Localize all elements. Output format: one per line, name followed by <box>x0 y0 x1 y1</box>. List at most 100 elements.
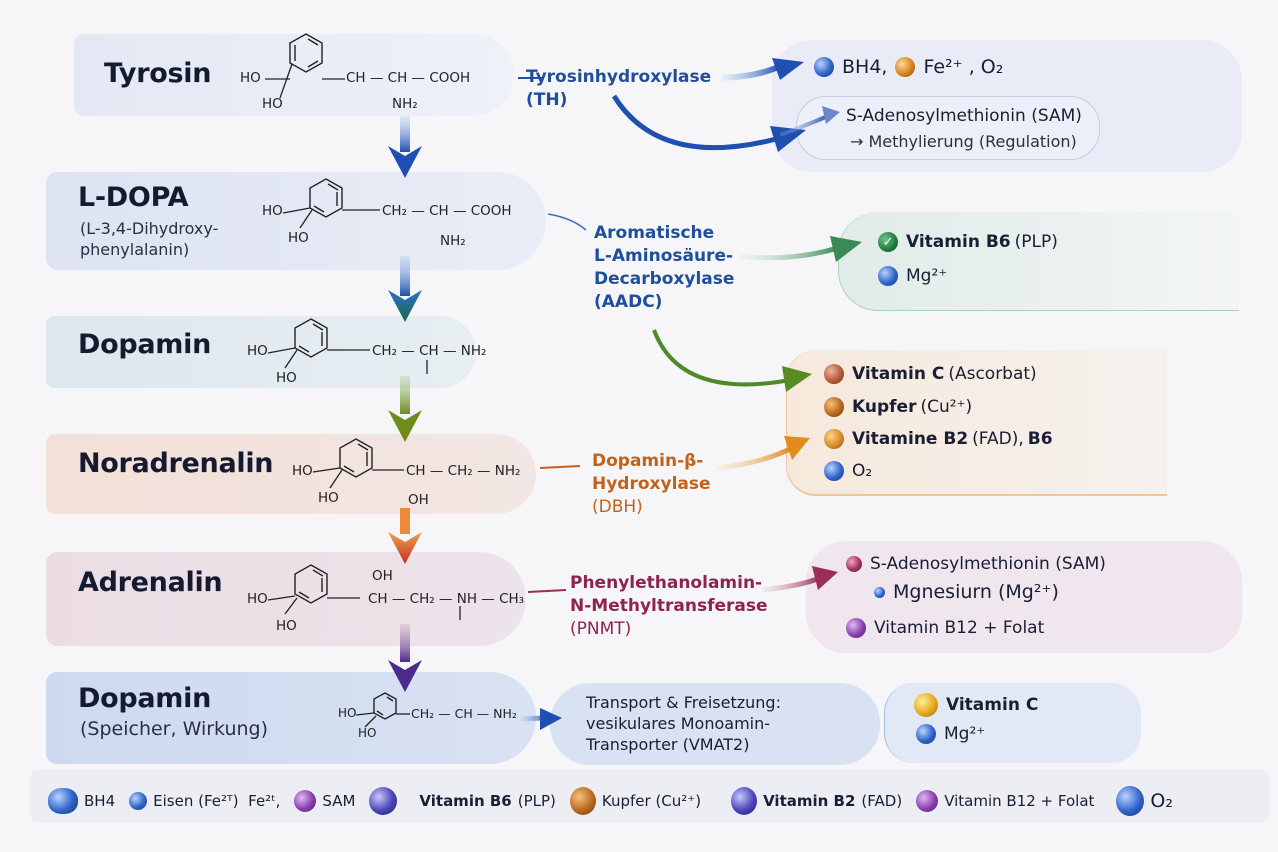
bh4-icon <box>48 788 78 814</box>
cofactor-pnmt-b12: Vitamin B12 + Folat <box>846 618 1044 638</box>
formula-chain: CH — CH — COOH <box>346 70 471 86</box>
cofactor-pnmt-mg: Mgnesiurn (Mg²⁺) <box>874 581 1059 603</box>
formula-ho: HO <box>292 463 313 479</box>
cofactor-sam: S-Adenosylmethionin (SAM) <box>870 554 1106 574</box>
formula-substituent: NH₂ <box>392 96 418 112</box>
cofactor-aadc-b6: ✓ Vitamin B6 (PLP) <box>878 232 1058 252</box>
cofactor-vitamin-b2-note: (FAD), <box>972 429 1024 449</box>
b2-icon <box>731 787 758 815</box>
step-adrenalin-box <box>46 552 526 646</box>
sam-icon <box>294 790 317 812</box>
legend-label: Vitamin B12 + Folat <box>944 792 1095 810</box>
enzyme-aadc-line: Decarboxylase <box>594 269 735 289</box>
step-noradrenalin-box <box>46 434 536 514</box>
legend-label: (PLP) <box>517 792 556 810</box>
legend-label: O₂ <box>1150 790 1173 812</box>
legend-label: SAM <box>322 792 356 810</box>
enzyme-pnmt: Phenylethanolamin- N-Methyltransferase (… <box>570 572 768 641</box>
step-title-dopamin: Dopamin <box>78 329 212 360</box>
cofactor-b6-note: (PLP) <box>1014 232 1058 252</box>
cofactor-box-aadc <box>838 212 1239 311</box>
step-title-ldopa: L-DOPA <box>78 182 189 213</box>
step-title-noradrenalin: Noradrenalin <box>78 448 274 479</box>
magnesium-icon <box>916 724 936 744</box>
legend-item: Eisen (Fe²ᵀ) Fe²ᵗ, <box>129 792 280 810</box>
enzyme-aadc-line: Aromatische <box>594 223 715 243</box>
cofactor-aadc-mg: Mg²⁺ <box>878 266 947 286</box>
formula-ho: HO <box>318 490 339 506</box>
legend-bar <box>30 770 1270 822</box>
formula-substituent: OH <box>372 568 393 584</box>
cofactor-fe-o2: Fe²⁺ , O₂ <box>923 56 1004 78</box>
formula-substituent: NH₂ <box>440 233 466 249</box>
legend-item: BH4 <box>48 788 115 814</box>
cofactor-th-sam-note: → Methylierung (Regulation) <box>850 132 1077 151</box>
magnesium-icon <box>878 266 898 286</box>
cofactor-o2: O₂ <box>852 461 873 481</box>
transport-line: Transporter (VMAT2) <box>586 735 750 754</box>
cofactor-sam: S-Adenosylmethionin (SAM) <box>846 106 1082 126</box>
arrow-ldopa-to-dopamin <box>388 256 422 322</box>
formula-ho: HO <box>247 591 268 607</box>
b12-icon <box>916 790 939 812</box>
iron-icon <box>129 792 148 810</box>
legend: BH4 Eisen (Fe²ᵀ) Fe²ᵗ, SAM Vitamin B6 (PL… <box>48 786 1173 816</box>
connector-pnmt <box>527 566 838 593</box>
arrow-dopamin-to-noradrenalin <box>388 376 422 442</box>
formula-ho: HO <box>276 370 297 386</box>
formula-ho: HO <box>247 343 268 359</box>
step-subtitle-dopamin-final: (Speicher, Wirkung) <box>80 718 269 740</box>
legend-label-bold: Vitamin B6 <box>419 792 512 810</box>
enzyme-pnmt-line: N-Methyltransferase <box>570 596 768 616</box>
cofactor-final-mg: Mg²⁺ <box>916 724 985 744</box>
cofactor-box-dbh <box>786 350 1167 496</box>
check-icon: ✓ <box>878 232 898 252</box>
formula-ho: HO <box>288 230 309 246</box>
step-title-dopamin-final: Dopamin <box>78 683 212 714</box>
formula-substituent: OH <box>408 492 429 508</box>
connector-transport <box>519 708 562 730</box>
benzene-rings <box>289 33 397 720</box>
formula-ho: HO <box>276 618 297 634</box>
legend-label-bold: Vitamin B2 <box>763 792 856 810</box>
cofactor-pnmt-sam: S-Adenosylmethionin (SAM) <box>846 554 1106 574</box>
legend-label: Eisen (Fe²ᵀ) Fe²ᵗ, <box>153 792 281 810</box>
legend-item: SAM <box>294 790 355 812</box>
cofactor-b12-folat: Vitamin B12 + Folat <box>874 618 1045 638</box>
legend-item: Kupfer (Cu²⁺) <box>569 787 701 815</box>
formula-ho: HO <box>262 96 283 112</box>
enzyme-dbh-abbr: (DBH) <box>592 497 643 517</box>
cofactor-copper: Kupfer <box>852 397 917 417</box>
vitamin-b2-icon <box>824 429 844 449</box>
formula-chain: CH₂ — CH — NH₂ <box>372 343 487 359</box>
chem-bonds <box>265 63 461 728</box>
cofactor-copper-note: (Cu²⁺) <box>920 397 973 417</box>
cofactor-vitamin-c-note: (Ascorbat) <box>948 364 1037 384</box>
vitamin-b12-icon <box>846 618 866 638</box>
cofactor-vitamin-c: Vitamin C <box>946 695 1039 715</box>
sam-icon <box>846 556 862 572</box>
copper-icon <box>569 787 596 815</box>
step-dopamin-final-box <box>46 672 536 764</box>
enzyme-aadc-abbr: (AADC) <box>594 292 663 312</box>
enzyme-th-abbr: (TH) <box>526 90 568 110</box>
formula-chain: CH — CH₂ — NH₂ <box>406 463 521 479</box>
formula-ho: HO <box>358 726 377 740</box>
iron-icon <box>895 57 916 77</box>
cofactor-vitamin-c: Vitamin C <box>852 364 945 384</box>
step-title-adrenalin: Adrenalin <box>78 567 223 598</box>
legend-item: Vitamin B2 (FAD) <box>731 787 902 815</box>
enzyme-pnmt-line: Phenylethanolamin- <box>570 573 763 593</box>
cofactor-bh4: BH4, <box>842 56 888 78</box>
formula-ho: HO <box>262 203 283 219</box>
cofactor-dbh-o2: O₂ <box>824 461 872 481</box>
legend-label: (FAD) <box>861 792 903 810</box>
oxygen-icon <box>1116 786 1145 816</box>
bh4-icon <box>814 57 834 77</box>
connector-aadc <box>547 213 862 392</box>
cofactor-dbh-c: Vitamin C (Ascorbat) <box>824 364 1037 384</box>
enzyme-dbh-line: Dopamin-β- <box>592 451 704 471</box>
step-ldopa-box <box>46 172 546 270</box>
connector-dbh <box>539 436 810 471</box>
